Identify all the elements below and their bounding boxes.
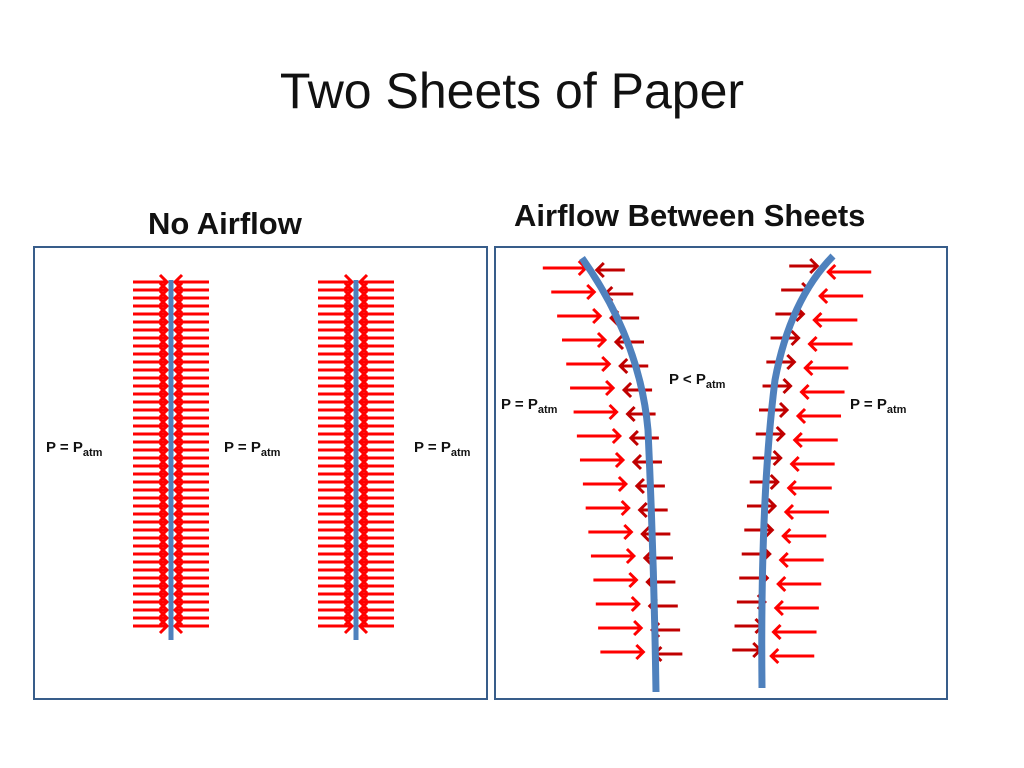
outside-pressure-arrow-head xyxy=(807,335,818,353)
paper-sheet-curved-right xyxy=(758,253,836,689)
inside-pressure-arrow-head xyxy=(613,333,625,351)
pressure-arrow-head xyxy=(158,617,170,635)
outside-pressure-arrow-head xyxy=(795,407,807,425)
outside-pressure-arrow-head xyxy=(803,359,814,377)
inside-pressure-arrow-head xyxy=(766,497,778,515)
outside-pressure-arrow-head xyxy=(611,427,622,445)
outside-pressure-arrow-head xyxy=(818,287,829,305)
inside-pressure-arrow-head xyxy=(637,501,648,519)
outside-pressure-arrow-head xyxy=(799,383,810,401)
inside-pressure-arrow-head xyxy=(621,381,633,399)
pressure-label-outer-left: P = Patm xyxy=(46,439,103,459)
inside-pressure-arrow-head xyxy=(628,429,639,447)
outside-pressure-arrow-head xyxy=(608,403,619,421)
pressure-arrow-head xyxy=(343,617,355,635)
outside-pressure-arrow-head xyxy=(776,575,787,593)
inside-pressure-arrow-head xyxy=(778,401,790,419)
inside-pressure-arrow-head xyxy=(640,525,651,543)
outside-pressure-arrow-head xyxy=(635,643,646,661)
outside-pressure-arrow-head xyxy=(789,455,800,473)
inside-pressure-arrow-head xyxy=(594,261,605,279)
outside-pressure-arrow-head xyxy=(786,479,797,497)
inside-pressure-arrow-head xyxy=(809,257,820,275)
inside-pressure-arrow-head xyxy=(631,453,643,471)
outside-pressure-arrow-head xyxy=(628,571,639,589)
outside-pressure-arrow-head xyxy=(781,527,792,545)
no-airflow-panel-border xyxy=(33,246,488,700)
outside-pressure-arrow-head xyxy=(601,355,612,373)
inside-pressure-arrow-head xyxy=(772,449,783,467)
outside-pressure-arrow-head xyxy=(605,379,616,397)
pressure-arrow-head xyxy=(357,617,369,635)
outside-pressure-arrow-head xyxy=(586,283,597,301)
inside-pressure-arrow-head xyxy=(769,473,780,491)
inside-pressure-arrow-head xyxy=(625,405,636,423)
airflow-arrow-stack xyxy=(542,257,872,665)
pressure-label-outer-right: P = Patm xyxy=(414,439,471,459)
no-airflow-arrow-stack xyxy=(133,273,394,635)
outside-pressure-arrow-head xyxy=(623,523,634,541)
outside-pressure-arrow-head xyxy=(633,619,644,637)
pressure-arrow-head xyxy=(172,617,184,635)
inside-pressure-arrow-head xyxy=(790,329,801,347)
outside-pressure-arrow-head xyxy=(769,647,780,665)
outside-pressure-arrow-head xyxy=(771,623,782,641)
airflow-pressure-label-between: P < Patm xyxy=(669,371,726,391)
outside-pressure-arrow-head xyxy=(630,595,641,613)
inside-pressure-arrow-head xyxy=(618,357,629,375)
inside-pressure-arrow-head xyxy=(782,377,793,395)
outside-pressure-arrow-head xyxy=(617,475,629,493)
slide-title: Two Sheets of Paper xyxy=(279,63,745,119)
outside-pressure-arrow-head xyxy=(792,431,803,449)
outside-pressure-arrow-head xyxy=(592,307,603,325)
airflow-heading: Airflow Between Sheets xyxy=(514,198,866,233)
airflow-panel-border xyxy=(494,246,948,700)
inside-pressure-arrow-head xyxy=(634,477,645,495)
outside-pressure-arrow-head xyxy=(620,499,631,517)
pressure-label-middle: P = Patm xyxy=(224,439,281,459)
inside-pressure-arrow-head xyxy=(775,425,786,443)
outside-pressure-arrow-head xyxy=(826,263,837,281)
outside-pressure-arrow-head xyxy=(783,503,795,521)
inside-pressure-arrow-head xyxy=(764,521,775,539)
outside-pressure-arrow-head xyxy=(625,547,637,565)
outside-pressure-arrow-head xyxy=(773,599,784,617)
airflow-pressure-label-right: P = Patm xyxy=(850,396,907,416)
no-airflow-heading: No Airflow xyxy=(148,206,302,241)
inside-pressure-arrow-head xyxy=(786,353,797,371)
outside-pressure-arrow-head xyxy=(778,551,789,569)
airflow-pressure-label-left: P = Patm xyxy=(501,396,558,416)
outside-pressure-arrow-head xyxy=(812,311,823,329)
outside-pressure-arrow-head xyxy=(614,451,626,469)
paper-sheet-curved-left xyxy=(579,255,660,693)
outside-pressure-arrow-head xyxy=(596,331,608,349)
